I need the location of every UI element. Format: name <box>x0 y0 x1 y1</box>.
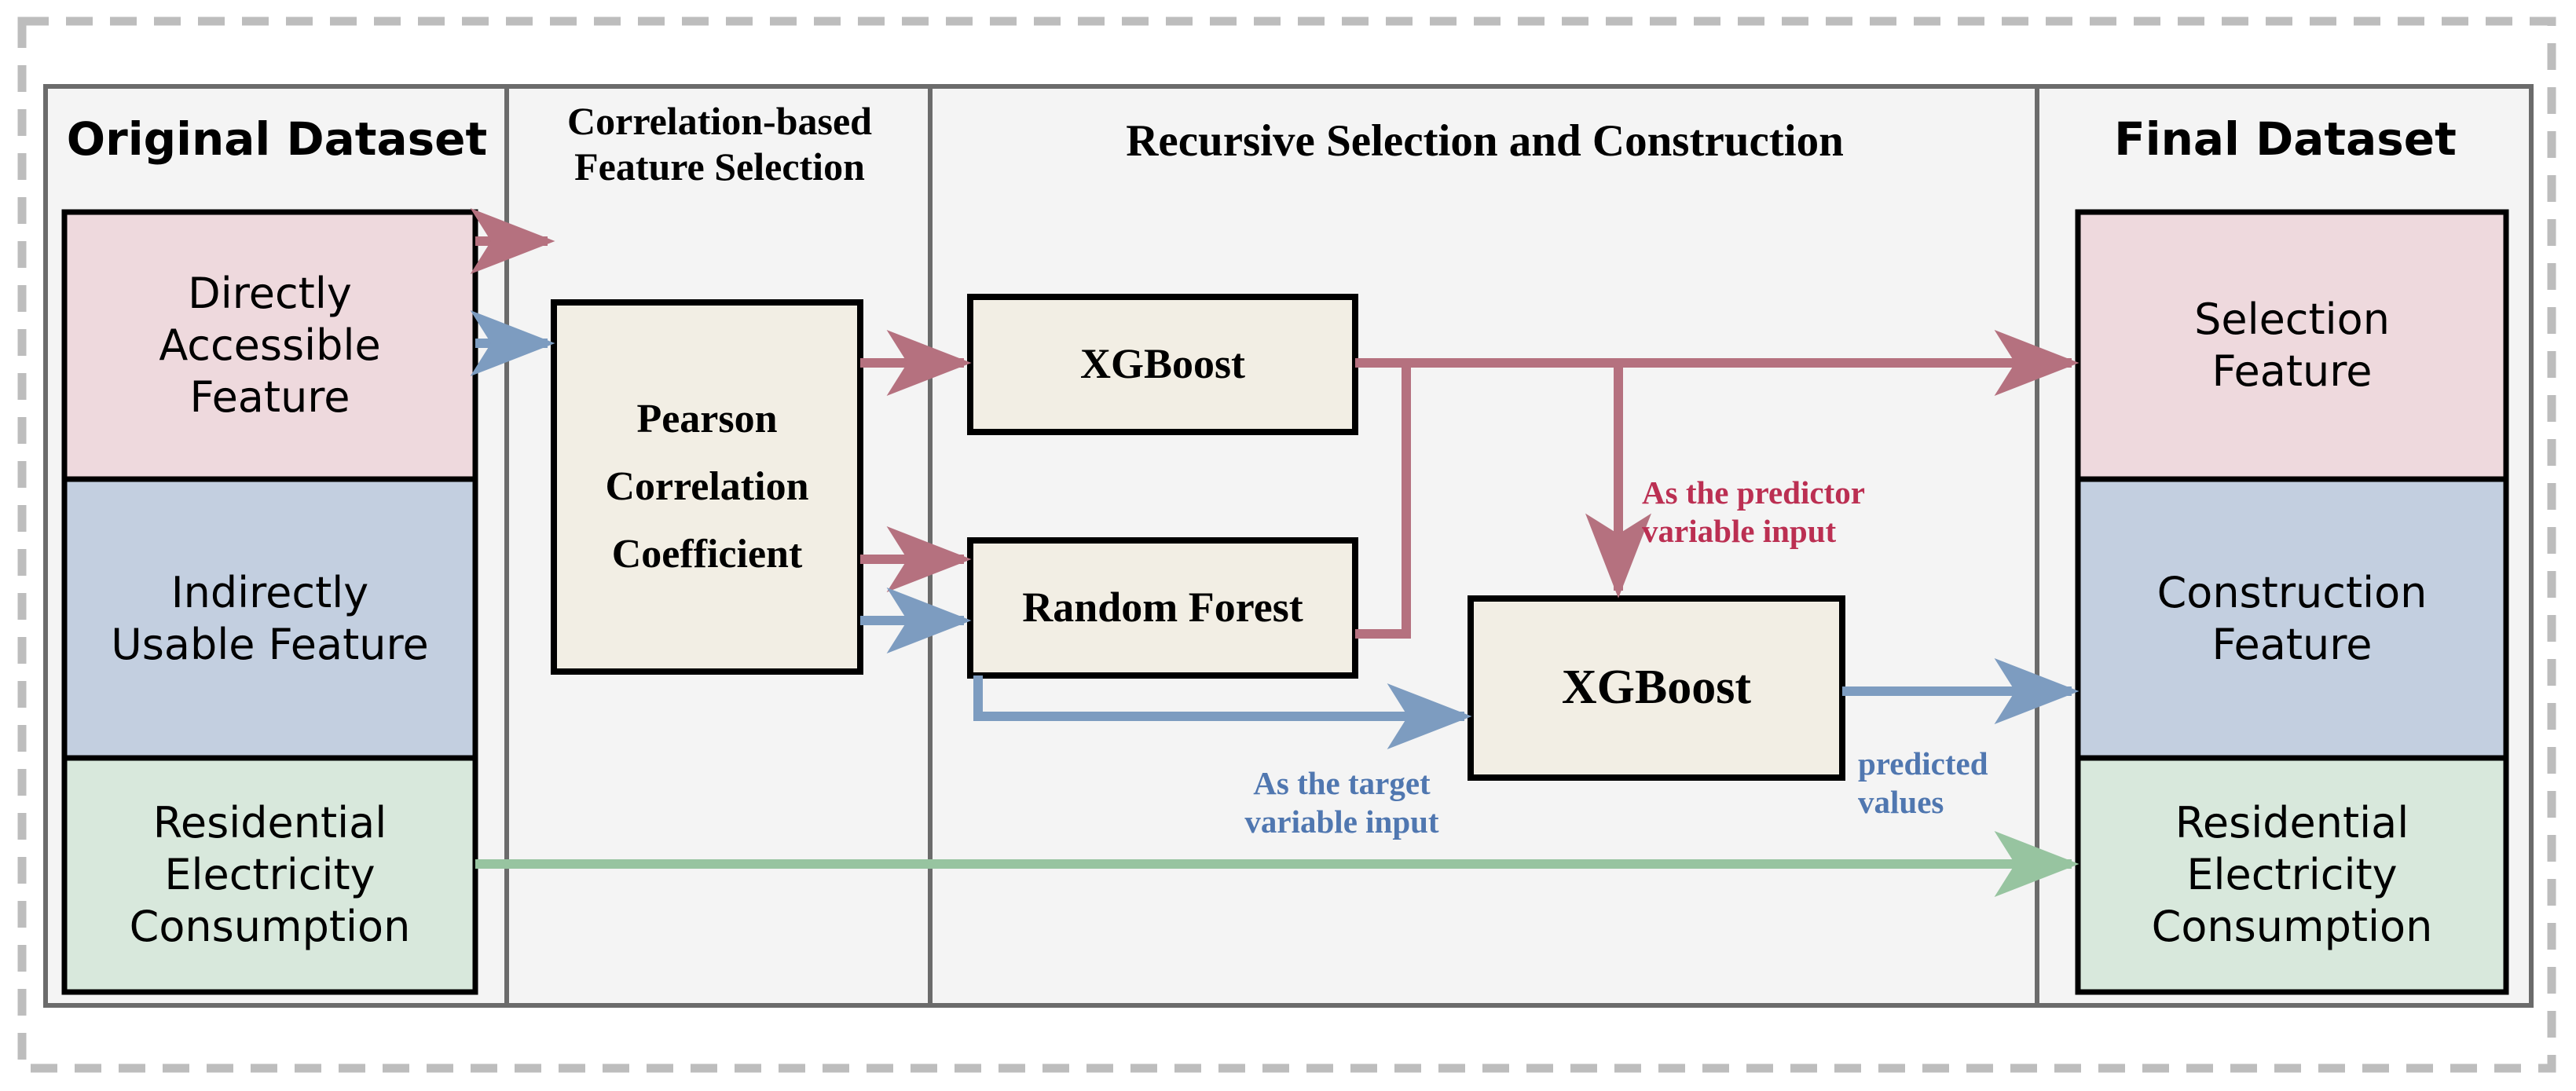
box-directly-accessible-feature[interactable] <box>61 209 478 482</box>
box-xgboost-construction[interactable] <box>1468 595 1845 781</box>
column-header-recursive-selection-and-construction: Recursive Selection and Construction <box>933 106 2037 177</box>
annotation-predicted-values: predicted values <box>1858 707 2039 821</box>
box-residential-electricity-consumption[interactable] <box>61 755 478 995</box>
annotation-target-variable-input-text: As the target variable input <box>1244 765 1439 840</box>
column-header-original-dataset: Original Dataset <box>47 106 507 174</box>
outer-dashed-frame <box>17 16 2556 1073</box>
annotation-predictor-variable-input: As the predictor variable input <box>1642 436 1988 550</box>
box-indirectly-usable-feature[interactable] <box>61 476 478 761</box>
annotation-target-variable-input: As the target variable input <box>1177 727 1507 840</box>
flow-randomforest-to-xgboost-construction <box>973 675 1472 749</box>
column-header-original-dataset-text: Original Dataset <box>66 112 488 167</box>
column-header-final-dataset-text: Final Dataset <box>2114 112 2457 167</box>
box-selection-feature[interactable] <box>2075 209 2509 482</box>
box-pearson-correlation-coefficient[interactable] <box>551 299 863 675</box>
flow-xgboost-elbow-to-randomforest <box>1355 363 1411 639</box>
box-random-forest[interactable] <box>967 537 1358 679</box>
column-header-recursive-text: Recursive Selection and Construction <box>1126 115 1844 166</box>
box-construction-feature[interactable] <box>2075 476 2509 761</box>
annotation-predicted-values-text: predicted values <box>1858 745 1988 820</box>
column-header-final-dataset: Final Dataset <box>2039 106 2531 174</box>
box-residential-electricity-consumption-final[interactable] <box>2075 755 2509 995</box>
column-header-correlation-text: Correlation-based Feature Selection <box>567 99 872 189</box>
box-xgboost-selection[interactable] <box>967 294 1358 435</box>
annotation-predictor-variable-input-text: As the predictor variable input <box>1642 474 1865 549</box>
column-header-correlation-based-feature-selection: Correlation-based Feature Selection <box>509 97 930 191</box>
